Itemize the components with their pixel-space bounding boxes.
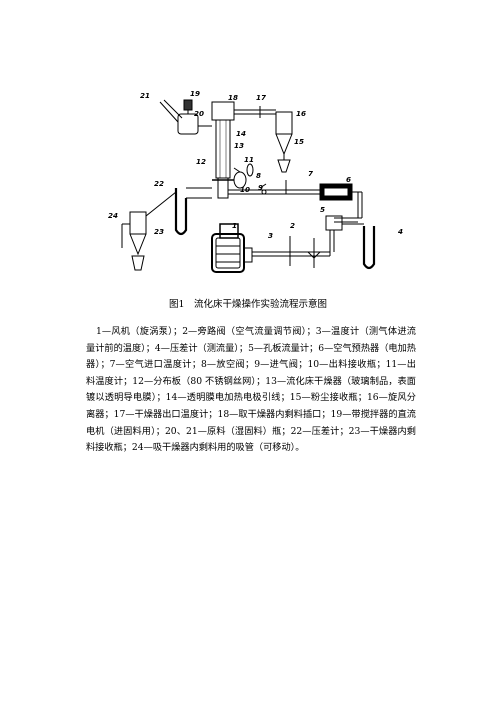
label-7: 7: [308, 169, 313, 178]
label-8: 8: [256, 171, 261, 180]
label-10: 10: [240, 185, 250, 194]
label-14: 14: [236, 129, 246, 138]
label-20: 20: [194, 109, 204, 118]
label-1: 1: [232, 221, 237, 230]
pressure-gauge-22: [174, 187, 212, 236]
label-22: 22: [154, 179, 164, 188]
blower: [211, 223, 253, 273]
label-13: 13: [234, 141, 244, 150]
label-9: 9: [258, 183, 263, 192]
label-19: 19: [190, 89, 200, 98]
orifice-flowmeter: [325, 191, 363, 231]
label-15: 15: [294, 137, 304, 146]
figure-caption: 图1 流化床干燥操作实验流程示意图: [168, 299, 328, 310]
label-17: 17: [256, 93, 266, 102]
label-4: 4: [398, 227, 403, 236]
label-12: 12: [196, 157, 206, 166]
label-11: 11: [244, 155, 254, 164]
fluidized-bed-dryer: [211, 101, 235, 199]
outlet-collection-bottle: [233, 163, 254, 189]
residue-collection-bottle: [121, 191, 177, 271]
label-16: 16: [296, 109, 306, 118]
legend-paragraph: 1—风机（旋涡泵）；2—旁路阀（空气流量调节阀）；3—温度计（测气体进流量计前的…: [86, 326, 416, 454]
label-6: 6: [346, 175, 351, 184]
label-21: 21: [140, 91, 150, 100]
raw-material-bottle: [159, 99, 212, 135]
pressure-gauge-4: [342, 223, 376, 270]
label-5: 5: [320, 205, 325, 214]
bypass-valve: [252, 230, 335, 268]
label-2: 2: [290, 221, 295, 230]
label-24: 24: [108, 211, 118, 220]
process-flow-diagram: 1 2 3 4 5 6 7 8 9 10 11 12 13 14 15 16 1…: [100, 88, 420, 288]
label-23: 23: [154, 227, 164, 236]
cyclone-separator: [234, 109, 293, 173]
label-3: 3: [268, 231, 273, 240]
air-preheater: [228, 180, 353, 201]
label-18: 18: [228, 93, 238, 102]
